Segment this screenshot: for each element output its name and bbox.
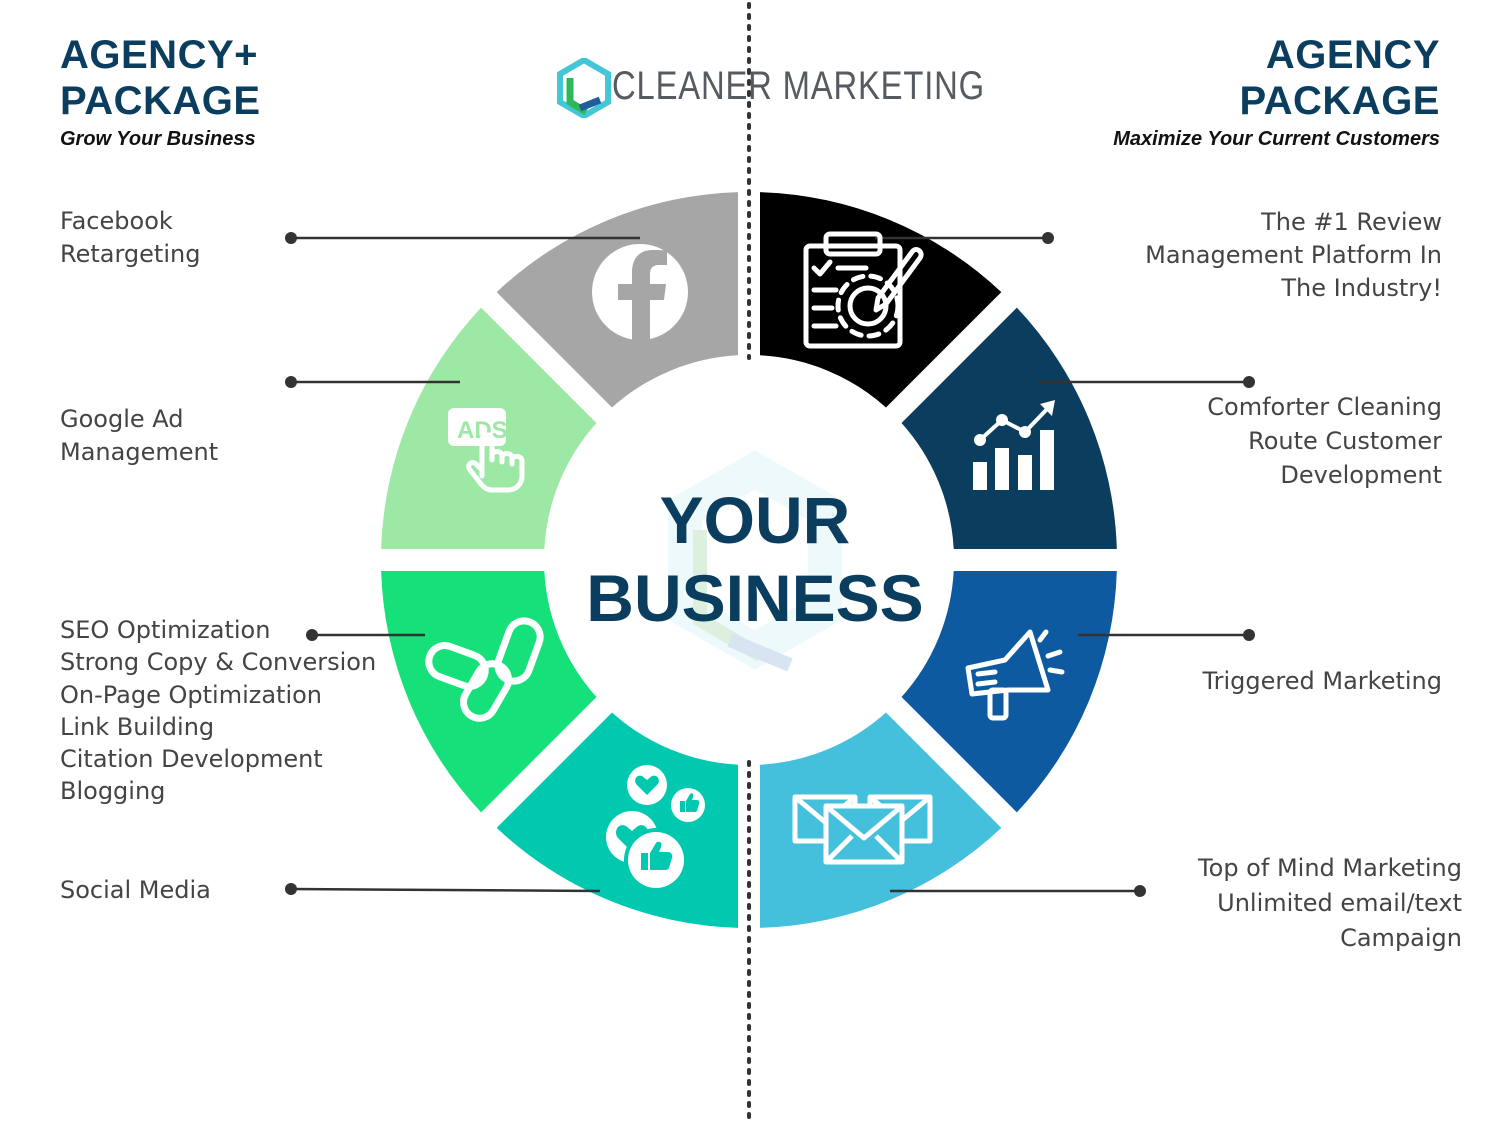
- connector-dot: [285, 232, 297, 244]
- left-package-title: AGENCY+ PACKAGE: [60, 33, 261, 123]
- ads-click-icon: ADS: [448, 408, 525, 493]
- label-triggered-marketing: Triggered Marketing: [1202, 667, 1442, 695]
- center-title-line1: YOUR: [659, 483, 851, 557]
- connector-dot: [1134, 885, 1146, 897]
- center-logo-watermark: [668, 450, 842, 672]
- connector-social-media: [290, 887, 601, 893]
- clipboard-gear-icon: [803, 231, 924, 349]
- brand-name: CLEANER MARKETING: [612, 64, 985, 108]
- connector-dot: [1042, 232, 1054, 244]
- right-package-subtitle: Maximize Your Current Customers: [1113, 128, 1440, 150]
- connector-dot: [285, 376, 297, 388]
- connector-dot: [285, 883, 297, 895]
- growth-chart-icon: [973, 400, 1055, 490]
- center-title-line2: BUSINESS: [586, 561, 924, 635]
- social-reactions-icon: [606, 765, 705, 892]
- label-social-media: Social Media: [60, 876, 211, 904]
- facebook-icon: [592, 244, 688, 340]
- connector-dot: [1243, 376, 1255, 388]
- connector-dot: [1243, 629, 1255, 641]
- envelopes-icon: [792, 794, 933, 865]
- megaphone-icon: [965, 629, 1065, 721]
- connector-dot: [306, 629, 318, 641]
- chain-link-icon: [425, 617, 544, 722]
- left-package-subtitle: Grow Your Business: [60, 128, 256, 150]
- right-package-title: AGENCY PACKAGE: [1239, 33, 1440, 123]
- brand-logo-icon: [557, 58, 611, 118]
- segment-route-development: [901, 307, 1117, 550]
